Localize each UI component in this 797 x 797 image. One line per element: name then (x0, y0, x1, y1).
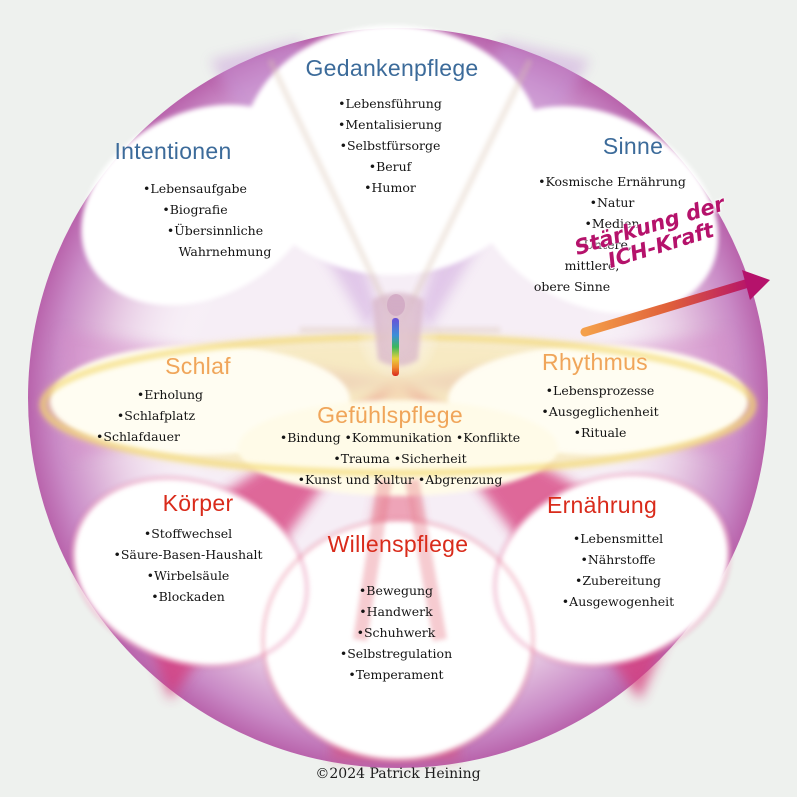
list-item: •Schlafplatz (116, 408, 196, 423)
section-title-schlaf: Schlaf (165, 353, 231, 379)
horizontal-band (39, 333, 757, 496)
petal-bottom-left (73, 477, 307, 667)
list-item: •Temperament (348, 667, 444, 682)
section-title-rhythmus: Rhythmus (542, 349, 648, 375)
section-items-gedankenpflege: •Lebensführung •Mentalisierung •Selbstfürs… (338, 93, 442, 198)
list-item: •Untere, (576, 237, 632, 252)
list-item: •Selbstfürsorge (339, 138, 441, 153)
petal-top-left (81, 104, 319, 306)
list-item: •Biografie (162, 202, 228, 217)
list-item: •Zubereitung (574, 573, 662, 588)
list-item: •Ausgewogenheit (561, 594, 675, 609)
list-item: •Kosmische Ernährung (538, 174, 686, 189)
list-item: mittlere, (564, 258, 620, 273)
list-item: •Säure-Basen-Haushalt (113, 547, 263, 562)
section-title-koerper: Körper (162, 490, 234, 516)
section-items-rhythmus: •Lebensprozesse •Ausgeglichenheit •Rituale (541, 380, 658, 443)
section-title-willenspflege: Willenspflege (327, 531, 469, 557)
section-title-gedankenpflege: Gedankenpflege (305, 55, 479, 81)
petals (71, 25, 732, 762)
list-item: •Medien (584, 216, 640, 231)
list-item: •Selbstregulation (339, 646, 453, 661)
list-item: •Lebensmittel (572, 531, 664, 546)
list-item: •Schuhwerk (356, 625, 436, 640)
section-items-willenspflege: •Bewegung •Handwerk •Schuhwerk •Selbstregul… (340, 580, 452, 685)
list-item: Wahrnehmung (178, 244, 272, 259)
petal-top-right (471, 106, 719, 314)
section-items-sinne: •Kosmische Ernährung •Natur •Medien •Untere… (534, 171, 686, 297)
copyright: ©2024 Patrick Heining (315, 766, 481, 782)
section-items-gefuehlspflege: •Bindung •Kommunikation •Konflikte •Traum… (280, 427, 520, 490)
section-title-sinne: Sinne (602, 133, 664, 159)
section-items-ernaehrung: •Lebensmittel •Nährstoffe •Zubereitung •Aus… (562, 528, 674, 612)
petal-bottom (263, 520, 533, 760)
section-title-intentionen: Intentionen (114, 138, 232, 164)
section-items-schlaf: •Erholung •Schlafplatz •Schlafdauer (96, 384, 204, 447)
list-item: •Natur (589, 195, 635, 210)
list-item: •Nährstoffe (580, 552, 656, 567)
chakra-spine (392, 318, 399, 376)
list-item: •Kunst und Kultur •Abgrenzung (297, 472, 503, 487)
list-item: •Erholung (136, 387, 204, 402)
section-items-koerper: •Stoffwechsel •Säure-Basen-Haushalt •Wirbe… (113, 523, 262, 607)
list-item: •Lebensaufgabe (143, 181, 247, 196)
list-item: •Blockaden (151, 589, 225, 604)
list-item: •Trauma •Sicherheit (333, 451, 467, 466)
arrow-head-icon (742, 270, 770, 300)
petal-top (242, 25, 542, 275)
petal-bottom-right (494, 474, 730, 666)
list-item: •Mentalisierung (338, 117, 442, 132)
list-item: •Humor (364, 180, 416, 195)
list-item: •Beruf (368, 159, 412, 174)
staerkung-arrow (580, 270, 770, 337)
list-item: •Rituale (573, 425, 627, 440)
list-item: •Lebensprozesse (545, 383, 655, 398)
list-item: •Bindung •Kommunikation •Konflikte (279, 430, 521, 445)
list-item: •Handwerk (359, 604, 433, 619)
list-item: •Lebensführung (338, 96, 442, 111)
central-figure (353, 292, 447, 642)
list-item: •Bewegung (358, 583, 434, 598)
list-item: •Ausgeglichenheit (541, 404, 659, 419)
list-item: •Stoffwechsel (143, 526, 233, 541)
list-item: •Wirbelsäule (146, 568, 230, 583)
section-title-ernaehrung: Ernährung (546, 492, 658, 518)
list-item: •Schlafdauer (96, 429, 180, 444)
list-item: obere Sinne (533, 279, 611, 294)
section-title-gefuehlspflege: Gefühlspflege (317, 402, 463, 428)
list-item: •Übersinnliche (166, 223, 264, 238)
